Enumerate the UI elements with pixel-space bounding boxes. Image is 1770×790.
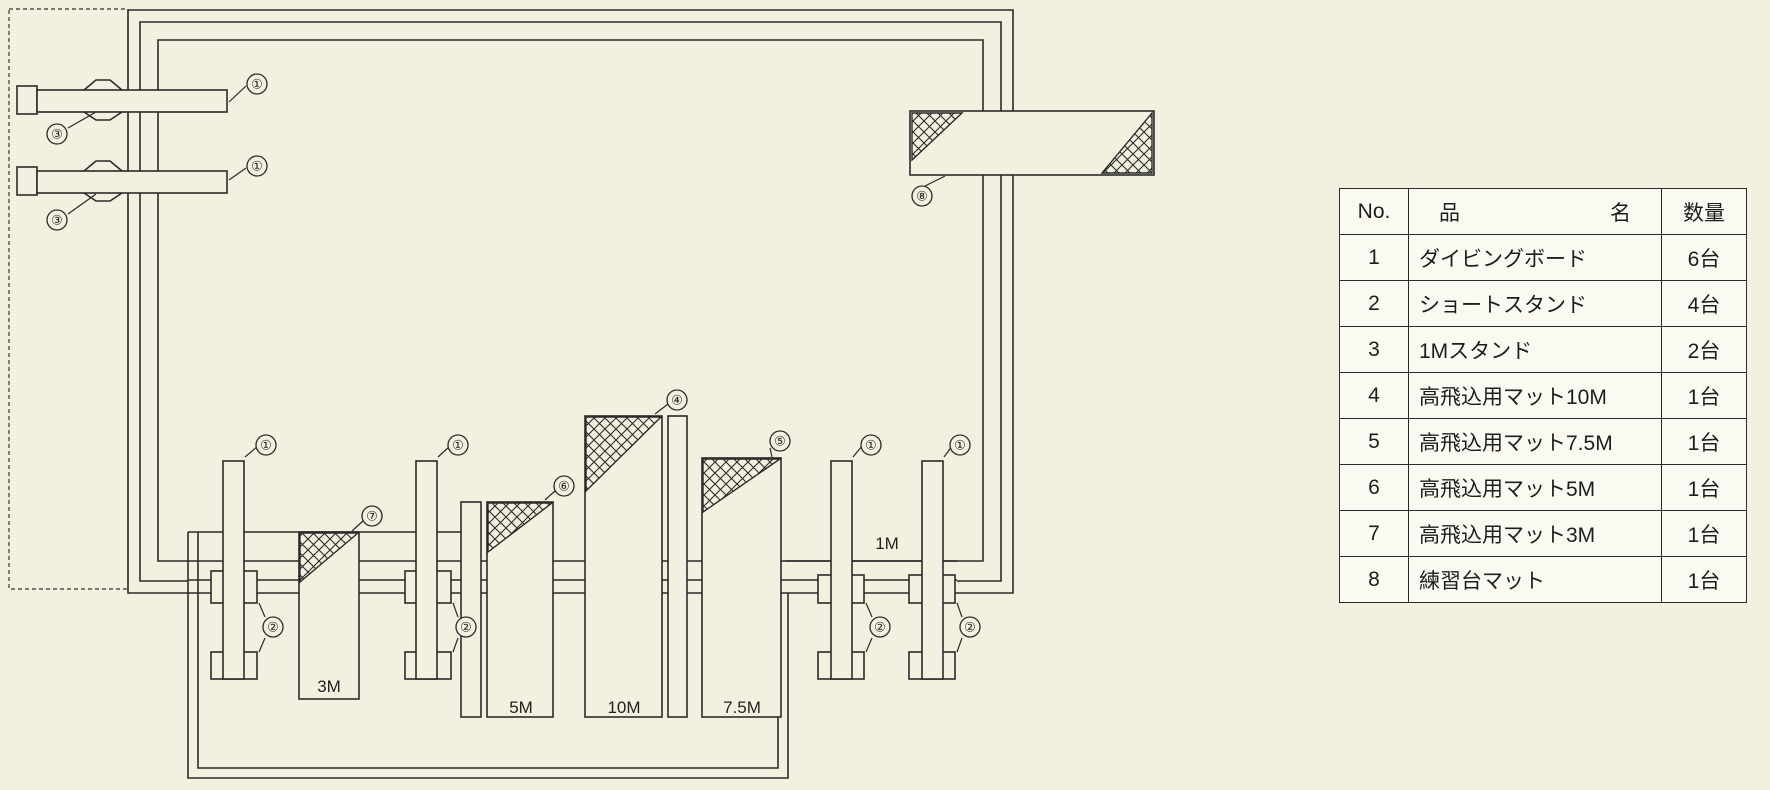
practice-platform-mat bbox=[909, 110, 1155, 176]
row-qty: 1台 bbox=[1661, 464, 1747, 511]
svg-text:①: ① bbox=[260, 438, 272, 453]
row-qty: 2台 bbox=[1661, 326, 1747, 373]
svg-text:⑧: ⑧ bbox=[916, 189, 928, 204]
row-name: 高飛込用マット7.5M bbox=[1408, 418, 1662, 465]
header-quantity: 数量 bbox=[1661, 188, 1747, 235]
row-name: 練習台マット bbox=[1408, 556, 1662, 603]
row-no: 3 bbox=[1339, 326, 1409, 373]
callout-1-board-2: ① bbox=[437, 434, 469, 458]
label-7-5m: 7.5M bbox=[723, 698, 761, 717]
svg-text:②: ② bbox=[874, 620, 886, 635]
svg-text:②: ② bbox=[267, 620, 279, 635]
callout-1-board-3: ① bbox=[852, 434, 882, 458]
svg-text:⑤: ⑤ bbox=[774, 434, 786, 449]
diving-board-standing-3 bbox=[830, 460, 853, 680]
svg-text:①: ① bbox=[452, 438, 464, 453]
row-name: ショートスタンド bbox=[1408, 280, 1662, 327]
row-qty: 1台 bbox=[1661, 510, 1747, 557]
callout-7: ⑦ bbox=[351, 505, 383, 532]
callout-3-top: ③ bbox=[46, 111, 97, 145]
table-row: 4 高飛込用マット10M 1台 bbox=[1339, 372, 1747, 419]
row-no: 7 bbox=[1339, 510, 1409, 557]
callout-5: ⑤ bbox=[769, 430, 791, 458]
callout-2-stand-2: ② bbox=[452, 602, 477, 653]
row-qty: 1台 bbox=[1661, 418, 1747, 465]
callout-2-stand-1: ② bbox=[258, 602, 284, 653]
label-10m: 10M bbox=[607, 698, 640, 717]
diving-board-standing-1 bbox=[222, 460, 245, 680]
row-qty: 1台 bbox=[1661, 556, 1747, 603]
table-row: 2 ショートスタンド 4台 bbox=[1339, 280, 1747, 327]
svg-text:②: ② bbox=[460, 620, 472, 635]
row-name: ダイビングボード bbox=[1408, 234, 1662, 281]
table-header-row: No. 品 名 数量 bbox=[1339, 188, 1747, 235]
header-item-name: 品 名 bbox=[1408, 188, 1662, 235]
callout-1-board-1: ① bbox=[244, 434, 277, 458]
diving-board-standing-4 bbox=[921, 460, 944, 680]
callout-1-top: ① bbox=[228, 73, 268, 103]
label-3m: 3M bbox=[317, 677, 341, 696]
diving-pool-outer bbox=[187, 532, 789, 779]
table-row: 7 高飛込用マット3M 1台 bbox=[1339, 510, 1747, 557]
diving-board-standing-2 bbox=[415, 460, 438, 680]
table-row: 1 ダイビングボード 6台 bbox=[1339, 234, 1747, 281]
pool-wall-outer bbox=[127, 9, 1014, 594]
callout-2-stand-3: ② bbox=[865, 602, 891, 653]
header-name-right: 名 bbox=[1610, 201, 1631, 225]
header-name-left: 品 bbox=[1439, 201, 1460, 225]
equipment-list-table: No. 品 名 数量 1 ダイビングボード 6台 2 ショートスタンド 4台 3… bbox=[1339, 188, 1747, 603]
row-name: 高飛込用マット5M bbox=[1408, 464, 1662, 511]
row-no: 2 bbox=[1339, 280, 1409, 327]
pool-wall-middle bbox=[139, 21, 1002, 582]
row-no: 6 bbox=[1339, 464, 1409, 511]
row-no: 1 bbox=[1339, 234, 1409, 281]
svg-text:④: ④ bbox=[671, 393, 683, 408]
svg-text:②: ② bbox=[964, 620, 976, 635]
table-row: 6 高飛込用マット5M 1台 bbox=[1339, 464, 1747, 511]
stored-board-bottom bbox=[16, 160, 228, 202]
row-name: 高飛込用マット10M bbox=[1408, 372, 1662, 419]
row-name: 高飛込用マット3M bbox=[1408, 510, 1662, 557]
row-qty: 6台 bbox=[1661, 234, 1747, 281]
callout-2-stand-4: ② bbox=[956, 602, 981, 653]
row-qty: 4台 bbox=[1661, 280, 1747, 327]
svg-text:③: ③ bbox=[51, 127, 63, 142]
svg-text:①: ① bbox=[251, 159, 263, 174]
callout-3-bottom: ③ bbox=[46, 193, 97, 231]
row-qty: 1台 bbox=[1661, 372, 1747, 419]
svg-text:①: ① bbox=[865, 438, 877, 453]
table-row: 8 練習台マット 1台 bbox=[1339, 556, 1747, 603]
svg-text:①: ① bbox=[251, 77, 263, 92]
table-row: 5 高飛込用マット7.5M 1台 bbox=[1339, 418, 1747, 465]
high-dive-mat-7-5m bbox=[701, 457, 783, 718]
svg-text:⑦: ⑦ bbox=[366, 509, 378, 524]
row-no: 4 bbox=[1339, 372, 1409, 419]
high-dive-mat-3m bbox=[298, 531, 360, 700]
callout-8: ⑧ bbox=[911, 175, 946, 207]
row-name: 1Mスタンド bbox=[1408, 326, 1662, 373]
callout-1-board-4: ① bbox=[943, 434, 971, 458]
callout-6: ⑥ bbox=[544, 475, 575, 501]
callout-1-mid: ① bbox=[228, 155, 268, 181]
row-no: 5 bbox=[1339, 418, 1409, 465]
header-no: No. bbox=[1339, 188, 1409, 235]
label-1m: 1M bbox=[875, 534, 899, 553]
row-no: 8 bbox=[1339, 556, 1409, 603]
table-row: 3 1Mスタンド 2台 bbox=[1339, 326, 1747, 373]
pool-wall-inner bbox=[157, 39, 984, 562]
svg-text:③: ③ bbox=[51, 213, 63, 228]
svg-text:⑥: ⑥ bbox=[558, 479, 570, 494]
high-dive-mat-5m bbox=[460, 501, 555, 718]
stored-board-top bbox=[16, 79, 228, 121]
high-dive-mat-10m bbox=[584, 415, 688, 718]
callout-4: ④ bbox=[654, 389, 688, 415]
svg-text:①: ① bbox=[954, 438, 966, 453]
label-5m: 5M bbox=[509, 698, 533, 717]
